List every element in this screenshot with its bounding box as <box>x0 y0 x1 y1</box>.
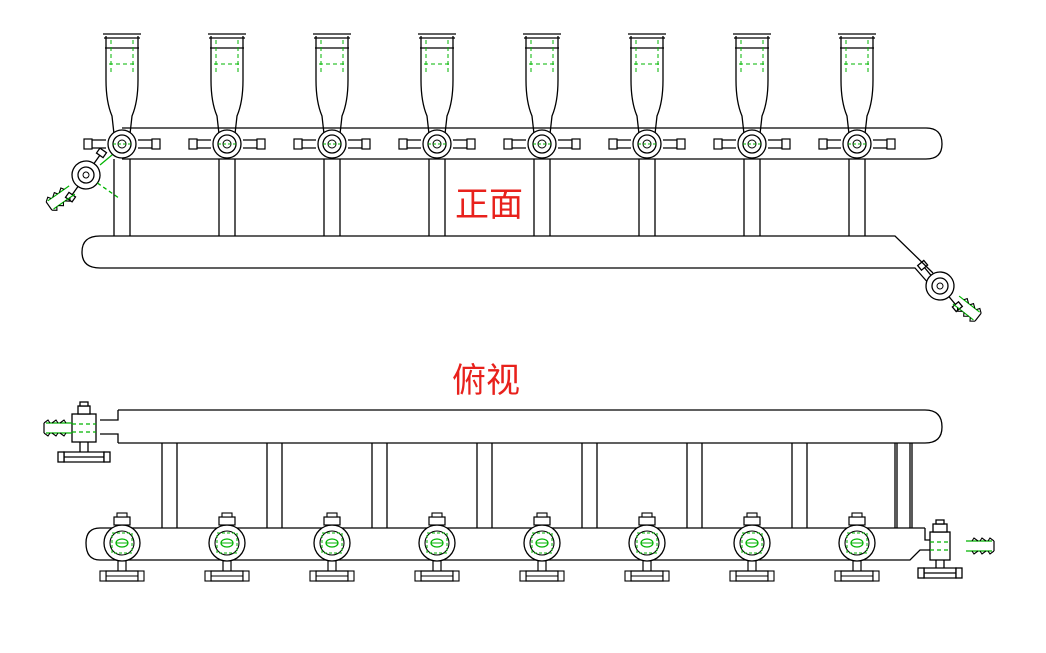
front-flask-1 <box>83 33 161 159</box>
top-valve-3 <box>309 512 355 582</box>
top-valve-7 <box>729 512 775 582</box>
top-view <box>43 401 995 582</box>
front-flask-3 <box>293 33 371 159</box>
top-connectors <box>161 443 913 528</box>
front-flask-6 <box>608 33 686 159</box>
front-flask-5 <box>503 33 581 159</box>
top-view-label: 俯视 <box>452 361 520 401</box>
top-valve-4 <box>414 512 460 582</box>
front-flasks <box>83 33 896 159</box>
front-view-label: 正面 <box>455 185 523 225</box>
top-valve-6 <box>624 512 670 582</box>
front-flask-4 <box>398 33 476 159</box>
top-valve-8 <box>834 512 880 582</box>
top-valves <box>99 512 880 582</box>
front-flask-8 <box>818 33 896 159</box>
front-flask-7 <box>713 33 791 159</box>
top-valve-2 <box>204 512 250 582</box>
front-flask-2 <box>188 33 266 159</box>
top-valve-5 <box>519 512 565 582</box>
top-valve-1 <box>99 512 145 582</box>
front-view <box>43 33 984 325</box>
front-connectors <box>113 159 866 236</box>
